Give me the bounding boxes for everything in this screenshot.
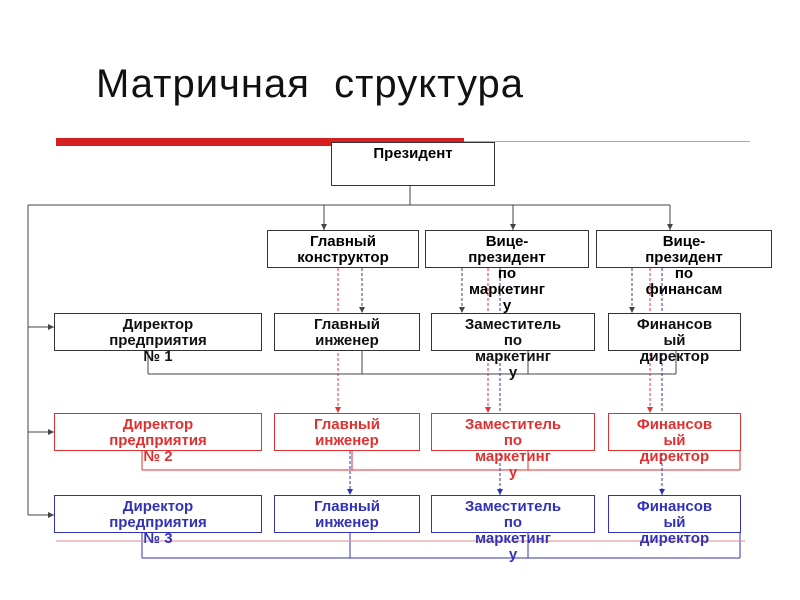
title-accent-line	[464, 141, 750, 142]
connector-arrow-3	[321, 224, 327, 230]
connector-arrow-38	[485, 407, 491, 413]
connector-arrow-14	[48, 512, 54, 518]
connector-arrow-12	[48, 429, 54, 435]
connector-arrow-42	[459, 307, 465, 313]
connector-arrow-10	[48, 324, 54, 330]
connector-arrow-7	[667, 224, 673, 230]
connector-arrow-5	[510, 224, 516, 230]
title-accent-bar	[56, 138, 464, 146]
connector-arrow-44	[629, 307, 635, 313]
slide-title: Матричная структура	[96, 62, 524, 106]
connector-arrow-34	[359, 307, 365, 313]
president-label: Президент	[373, 145, 453, 162]
president-box: Президент	[331, 142, 495, 186]
connector-arrow-32	[335, 407, 341, 413]
connector-arrow-36	[347, 489, 353, 495]
connector-arrow-46	[647, 407, 653, 413]
connector-arrow-40	[497, 489, 503, 495]
connector-arrow-48	[659, 489, 665, 495]
